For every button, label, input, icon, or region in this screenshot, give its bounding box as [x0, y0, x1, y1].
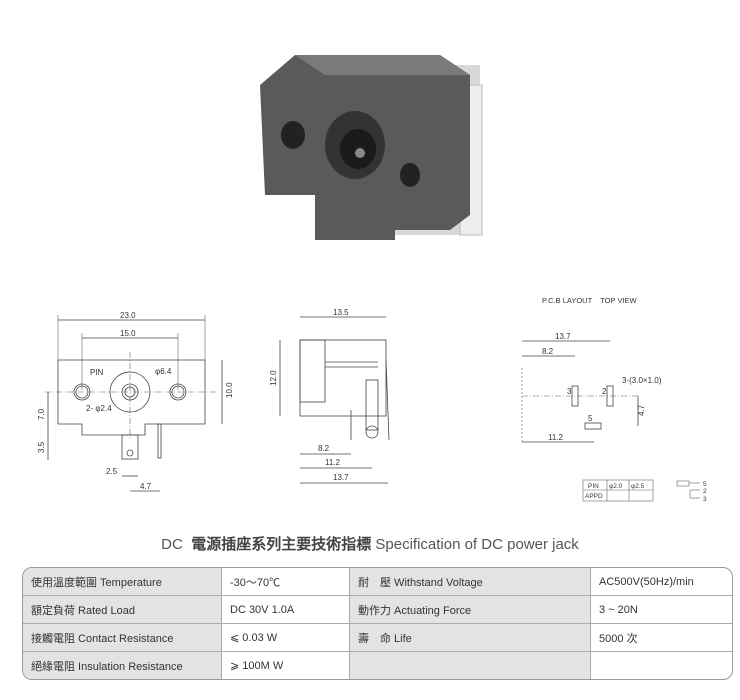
dim-23: 23.0 [120, 311, 136, 320]
pcb-layout-drawing: P.C.B LAYOUT TOP VIEW 13.7 8.2 3 2 5 3-(… [521, 296, 707, 503]
spec-label: 額定負荷 Rated Load [23, 595, 222, 624]
dim-4-7: 4.7 [140, 482, 152, 491]
spec-value: ⩽ 0.03 W [221, 623, 350, 652]
schematic-symbol: 5 2 3 [676, 480, 707, 503]
pcb-dim-8-2: 8.2 [542, 347, 554, 356]
spec-label: 使用溫度範圍 Temperature [23, 568, 222, 596]
title-prefix: DC [161, 536, 183, 553]
dim-13-7: 13.7 [333, 473, 349, 482]
spec-value: -30～70℃ [221, 568, 350, 596]
pcb-dim-13-7: 13.7 [555, 332, 571, 341]
dim-12: 12.0 [269, 370, 278, 386]
pin-table-row-label: APPD [585, 493, 603, 500]
spec-value: DC 30V 1.0A [221, 595, 350, 624]
spec-label: 壽 命 Life [349, 623, 591, 652]
pin-label: PIN [90, 368, 104, 377]
pcb-dim-11-2: 11.2 [548, 433, 564, 442]
schematic-label: 3 [703, 496, 707, 503]
schematic-label: 2 [703, 488, 707, 495]
spec-label: 接觸電阻 Contact Resistance [23, 623, 222, 652]
spec-value: 5000 次 [590, 623, 732, 652]
dim-2-4: 2- φ2.4 [86, 404, 112, 413]
dim-10: 10.0 [225, 382, 234, 398]
pad-2-label: 2 [602, 387, 607, 396]
pad-3-label: 3 [567, 387, 572, 396]
dim-6-4: φ6.4 [155, 367, 172, 376]
pcb-heading: P.C.B LAYOUT TOP VIEW [542, 296, 638, 305]
dim-15: 15.0 [120, 329, 136, 338]
pin-table-header: φ2.0 [609, 483, 623, 490]
pad-size-note: 3-(3.0×1.0) [622, 376, 662, 385]
dim-3-5: 3.5 [37, 441, 46, 453]
pin-table: PIN φ2.0 φ2.5 APPD [582, 479, 654, 502]
pin-table-header: φ2.5 [631, 483, 645, 490]
spec-label [349, 651, 591, 679]
title-english: Specification of DC power jack [375, 536, 579, 553]
spec-value: ⩾ 100M W [221, 651, 350, 679]
dim-8-2: 8.2 [318, 444, 330, 453]
spec-title: DC 電源插座系列主要技術指標 Specification of DC powe… [0, 533, 740, 554]
dim-2-5: 2.5 [106, 467, 118, 476]
dim-7: 7.0 [37, 408, 46, 420]
spec-label: 耐 壓 Withstand Voltage [349, 568, 591, 596]
spec-label: 動作力 Actuating Force [349, 595, 591, 624]
spec-value: 3 ~ 20N [590, 595, 732, 624]
schematic-label: 5 [703, 481, 707, 488]
table-row: 絕緣電阻 Insulation Resistance⩾ 100M W [23, 651, 732, 679]
side-view-drawing: 13.5 12.0 8.2 11.2 13.7 [269, 308, 390, 484]
product-photo [260, 55, 483, 240]
pin-table-header: PIN [588, 483, 599, 490]
spec-value [590, 651, 732, 679]
pad-5-label: 5 [588, 414, 593, 423]
title-chinese: 電源插座系列主要技術指標 [191, 536, 372, 553]
spec-label: 絕緣電阻 Insulation Resistance [23, 651, 222, 679]
front-view-drawing: 23.0 15.0 PIN φ6.4 2- φ2.4 10.0 7.0 3.5 … [37, 311, 234, 492]
spec-value: AC500V(50Hz)/min [590, 568, 732, 596]
dim-13-5: 13.5 [333, 308, 349, 317]
dim-11-2: 11.2 [325, 458, 341, 467]
pcb-dim-4-7: 4.7 [637, 404, 646, 416]
